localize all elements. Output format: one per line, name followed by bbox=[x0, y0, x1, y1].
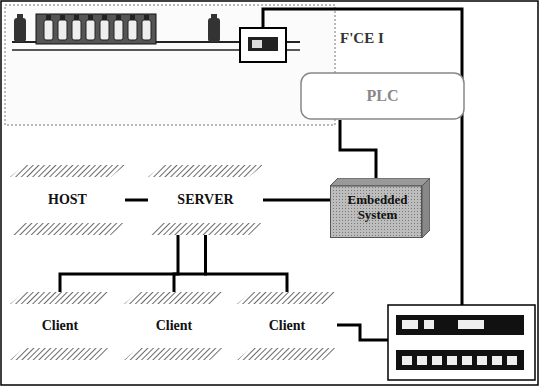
network-link bbox=[174, 235, 206, 292]
node-text: Client bbox=[266, 318, 309, 334]
display-panel bbox=[388, 305, 535, 380]
node-text: Embedded System bbox=[330, 193, 430, 223]
node-text: SERVER bbox=[174, 192, 236, 208]
field-wire bbox=[263, 9, 462, 305]
computer-node: HOST bbox=[10, 165, 125, 235]
computer-node: Client bbox=[124, 292, 224, 360]
network-link bbox=[60, 235, 178, 292]
plc-box: PLC bbox=[300, 72, 465, 120]
display-wire bbox=[337, 325, 388, 340]
computer-node: Client bbox=[10, 292, 110, 360]
computer-node: SERVER bbox=[148, 165, 263, 235]
node-text: Client bbox=[153, 318, 196, 334]
network-link bbox=[263, 199, 330, 202]
node-text: Client bbox=[39, 318, 82, 334]
network-link bbox=[125, 199, 148, 202]
embedded-box: Embedded System bbox=[330, 178, 430, 238]
network-link bbox=[340, 120, 376, 178]
computer-node: Client bbox=[237, 292, 337, 360]
display-segments bbox=[402, 356, 517, 365]
machine bbox=[240, 28, 286, 62]
bottle-row bbox=[44, 15, 151, 40]
node-text: HOST bbox=[45, 192, 90, 208]
section-label: F'CE I bbox=[340, 30, 384, 47]
network-link bbox=[206, 235, 288, 292]
plant-panel bbox=[5, 5, 335, 125]
node-text: PLC bbox=[364, 87, 402, 105]
